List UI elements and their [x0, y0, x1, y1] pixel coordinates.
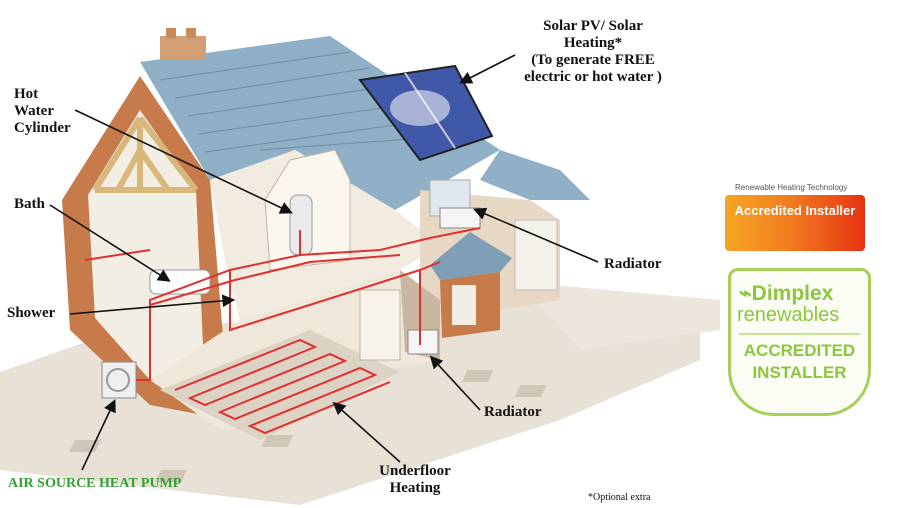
label-underfloor-heating: Underfloor Heating	[350, 463, 480, 497]
label-radiator-upper: Radiator	[604, 256, 662, 272]
label-underfloor-line1: Underfloor	[379, 463, 451, 479]
technology-caption: Renewable Heating Technology	[735, 183, 848, 192]
ground-right	[520, 282, 720, 350]
optional-extra-note: *Optional extra	[588, 492, 651, 503]
arrow-underfloor	[332, 401, 401, 463]
arrow-hot-water	[74, 109, 293, 214]
dimplex-logo: ⌁Dimplex	[739, 281, 833, 306]
label-hot-line2: Water	[14, 103, 54, 119]
label-solar-line4: electric or hot water )	[524, 69, 662, 85]
accredited-line2: INSTALLER	[752, 363, 847, 382]
label-solar-line1: Solar PV/ Solar	[543, 18, 643, 34]
accredited-installer-badge: Accredited Installer	[725, 195, 865, 251]
label-underfloor-line2: Heating	[389, 480, 441, 496]
label-air-source-heat-pump: AIR SOURCE HEAT PUMP	[8, 476, 182, 491]
dimplex-badge: ⌁Dimplex renewables ACCREDITED INSTALLER	[728, 268, 871, 416]
underfloor-coil	[174, 338, 391, 435]
arrow-solar	[459, 54, 516, 84]
label-hot-line3: Cylinder	[14, 120, 71, 136]
label-hot-water-cylinder: Hot Water Cylinder	[14, 86, 134, 137]
right-wing-roof	[480, 150, 590, 200]
dimplex-sub-text: renewables	[737, 304, 840, 326]
arrow-heat-pump	[81, 399, 116, 471]
label-solar-line3: (To generate FREE	[531, 52, 655, 68]
arrow-shower	[69, 294, 236, 315]
radiator-lower	[407, 329, 439, 355]
label-radiator-lower: Radiator	[484, 404, 542, 420]
arrow-bath	[49, 204, 171, 282]
label-bath: Bath	[14, 196, 45, 212]
label-solar-line2: Heating*	[563, 35, 623, 51]
label-shower: Shower	[7, 305, 56, 321]
chimney	[160, 36, 206, 60]
main-roof	[140, 36, 500, 210]
dimplex-brand-text: Dimplex	[751, 282, 834, 305]
radiator-upper	[439, 207, 481, 229]
badge-divider	[739, 333, 860, 335]
arrow-radiator-upper	[473, 207, 599, 263]
label-hot-line1: Hot	[14, 86, 39, 102]
arrow-radiator-lower	[429, 355, 481, 411]
accredited-line1: ACCREDITED	[743, 341, 856, 360]
label-solar: Solar PV/ Solar Heating* (To generate FR…	[488, 18, 698, 86]
dimplex-mark-icon: ⌁	[739, 282, 752, 305]
porch-roof	[430, 232, 512, 280]
accredited-installer-text: Accredited Installer	[734, 203, 856, 218]
